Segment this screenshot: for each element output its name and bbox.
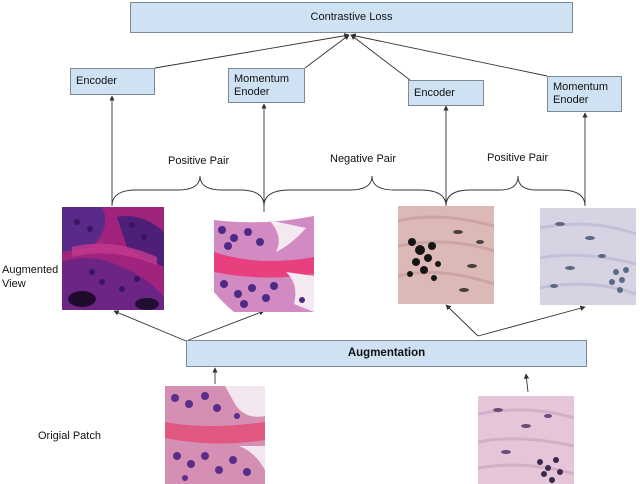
arrow-aug-to-view3 bbox=[445, 304, 479, 337]
augmentation-label: Augmentation bbox=[347, 347, 426, 359]
arrow-momentum2-to-loss bbox=[350, 33, 548, 77]
brace-positive-pair-2 bbox=[445, 175, 586, 207]
momentum-encoder-box-1: Momentum Enoder bbox=[228, 68, 305, 103]
encoder-box-1: Encoder bbox=[70, 68, 155, 95]
arrow-patch2-to-aug bbox=[523, 373, 530, 393]
augmented-view-label-line1: Augmented bbox=[2, 264, 59, 276]
encoder-box-2: Encoder bbox=[408, 80, 484, 106]
momentum-label-2-line2: Enoder bbox=[553, 94, 589, 106]
arrow-momentum1-to-loss bbox=[304, 34, 350, 69]
original-patch-image-2 bbox=[478, 396, 574, 484]
original-patch-label: Origial Patch bbox=[38, 430, 101, 442]
brace-negative-pair bbox=[263, 175, 447, 207]
encoder-label-2: Encoder bbox=[414, 86, 455, 99]
positive-pair-label-1: Positive Pair bbox=[168, 155, 230, 167]
augmented-view-image-2 bbox=[214, 212, 314, 312]
augmented-view-image-4 bbox=[540, 208, 636, 305]
augmented-view-image-1 bbox=[62, 207, 164, 310]
augmented-view-label-line2: View bbox=[2, 278, 26, 290]
arrow-aug-to-view2 bbox=[185, 310, 265, 342]
positive-pair-label-2: Positive Pair bbox=[487, 152, 549, 164]
original-patch-image-1 bbox=[165, 386, 265, 484]
arrow-encoder1-to-loss bbox=[154, 33, 350, 69]
arrow-aug-to-view4 bbox=[477, 305, 586, 337]
momentum-label-1-line2: Enoder bbox=[234, 85, 270, 98]
contrastive-loss-box: Contrastive Loss bbox=[130, 2, 573, 33]
arrow-encoder2-to-loss bbox=[350, 34, 411, 81]
contrastive-loss-label: Contrastive Loss bbox=[310, 11, 393, 23]
encoder-label-1: Encoder bbox=[76, 75, 117, 87]
momentum-label-2-line1: Momentum bbox=[553, 81, 609, 93]
arrow-aug-to-view1 bbox=[113, 310, 187, 342]
augmented-view-image-3 bbox=[398, 206, 494, 304]
momentum-encoder-box-2: Momentum Enoder bbox=[547, 76, 622, 112]
momentum-label-1-line1: Momentum bbox=[234, 72, 290, 85]
augmentation-box: Augmentation bbox=[186, 340, 587, 367]
negative-pair-label: Negative Pair bbox=[330, 153, 397, 165]
brace-positive-pair-1 bbox=[111, 175, 265, 207]
